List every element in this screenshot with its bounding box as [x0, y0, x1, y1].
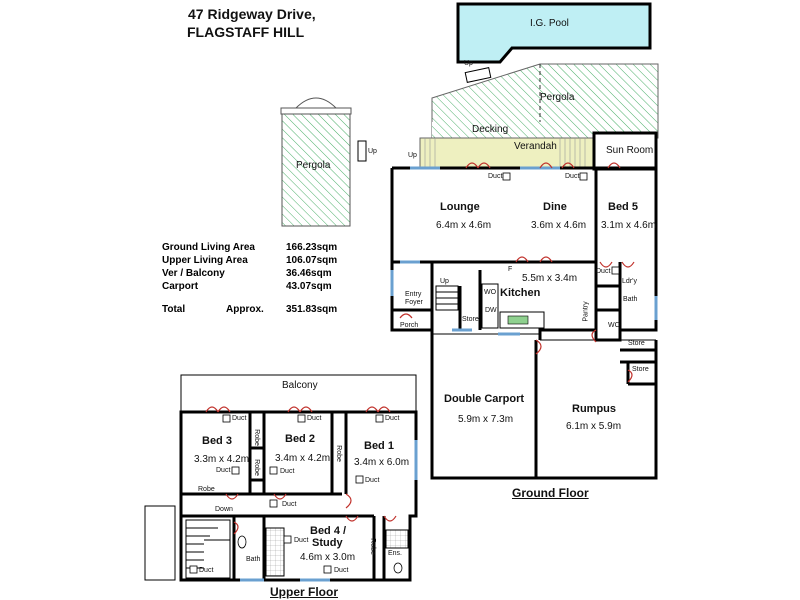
detached-pergola-label: Pergola: [296, 160, 331, 171]
duct-label: Duct: [385, 415, 400, 422]
lounge-dim: 6.4m x 4.6m: [436, 220, 492, 231]
address-line-1: 47 Ridgeway Drive,: [188, 6, 316, 22]
verandah-label: Verandah: [514, 141, 557, 152]
approx-label: Approx.: [226, 304, 264, 315]
bed3-dim: 3.3m x 4.2m: [194, 454, 250, 465]
upper-bath-label: Bath: [246, 556, 261, 563]
area-label: Carport: [162, 281, 199, 292]
bed1-dim: 3.4m x 6.0m: [354, 457, 410, 468]
area-value: 106.07sqm: [286, 255, 338, 266]
pergola-top-label: Pergola: [540, 92, 575, 103]
upper-windows: [240, 440, 418, 582]
bed2-dim: 3.4m x 4.2m: [275, 453, 331, 464]
bed4-name: Bed 4 /: [310, 525, 347, 537]
ground-floor-title: Ground Floor: [512, 486, 589, 500]
area-value: 36.46sqm: [286, 268, 332, 279]
total-value: 351.83sqm: [286, 304, 338, 315]
kitchen-bench: [481, 283, 499, 329]
sun-room: [592, 131, 658, 171]
double-carport-name: Double Carport: [444, 393, 525, 405]
porch-label: Porch: [400, 322, 419, 329]
detached-up-label: Up: [368, 148, 377, 155]
pool-up-label: Up: [464, 60, 473, 67]
balcony-label: Balcony: [282, 380, 318, 391]
store-label: Store: [632, 366, 649, 373]
duct-label: Duct: [565, 173, 580, 180]
duct-label: Duct: [232, 415, 247, 422]
bed3-name: Bed 3: [202, 435, 232, 447]
upper-doors: [205, 406, 397, 535]
sun-room-label: Sun Room: [606, 145, 654, 156]
wall-oven-label: WO: [484, 289, 497, 296]
kitchen-name: Kitchen: [500, 287, 541, 299]
ground-bath-label: Bath: [623, 296, 638, 303]
robe-label: Robe: [198, 486, 215, 493]
pantry-label: Pantry: [582, 301, 590, 322]
ground-stairs: [435, 285, 459, 311]
area-value: 166.23sqm: [286, 242, 338, 253]
dine-dim: 3.6m x 4.6m: [531, 220, 587, 231]
area-label: Ground Living Area: [162, 242, 255, 253]
pool-label: I.G. Pool: [530, 18, 569, 29]
duct-label: Duct: [294, 537, 309, 544]
upper-floor-title: Upper Floor: [270, 585, 338, 599]
area-label: Ver / Balcony: [162, 268, 225, 279]
upper-balcony-outline: [180, 374, 417, 412]
bed2-name: Bed 2: [285, 433, 315, 445]
bed1-name: Bed 1: [364, 440, 394, 452]
area-value: 43.07sqm: [286, 281, 332, 292]
double-carport-dim: 5.9m x 7.3m: [458, 414, 514, 425]
dine-name: Dine: [543, 201, 567, 213]
ground-doors: [399, 162, 635, 383]
duct-label: Duct: [307, 415, 322, 422]
upper-stairs: [144, 505, 231, 581]
stairs-down-label: Down: [215, 506, 233, 513]
laundry-label: Ldr'y: [622, 278, 637, 285]
duct-label: Duct: [216, 467, 231, 474]
pool-shape: [456, 2, 652, 64]
upper-floor-walls: [179, 410, 418, 582]
duct-label: Duct: [280, 468, 295, 475]
total-label: Total: [162, 304, 186, 315]
duct-label: Duct: [282, 501, 297, 508]
ensuite-label: Ens.: [388, 550, 403, 557]
dishwasher-label: DW: [485, 307, 497, 314]
store-label: Store: [462, 316, 479, 323]
fridge-label: F: [508, 266, 513, 273]
bed5-dim: 3.1m x 4.6m: [601, 220, 657, 231]
duct-label: Duct: [365, 477, 380, 484]
bed4-dim: 4.6m x 3.0m: [300, 552, 356, 563]
robe-label: Robe: [252, 459, 260, 476]
entry-foyer-label: Entry Foyer: [405, 291, 423, 306]
stairs-up-label: Up: [440, 278, 449, 285]
kitchen-dim: 5.5m x 3.4m: [522, 273, 578, 284]
robe-label: Robe: [334, 445, 342, 462]
duct-label: Duct: [199, 567, 214, 574]
ground-windows: [390, 166, 658, 336]
area-label: Upper Living Area: [162, 255, 248, 266]
duct-label: Duct: [488, 173, 503, 180]
rumpus-name: Rumpus: [572, 403, 616, 415]
duct-markers: [189, 172, 620, 574]
pool-steps: [464, 67, 492, 83]
robe-label: Robe: [252, 429, 260, 446]
verandah-up-label: Up: [408, 152, 417, 159]
decking-label: Decking: [472, 124, 509, 135]
duct-label: Duct: [596, 268, 611, 275]
bed4-name-line2: Study: [312, 537, 343, 549]
rumpus-dim: 6.1m x 5.9m: [566, 421, 622, 432]
duct-label: Duct: [334, 567, 349, 574]
robe-label: Robe: [368, 538, 376, 555]
decking: [432, 122, 590, 138]
detached-pergola: [280, 97, 367, 227]
address-line-2: FLAGSTAFF HILL: [187, 24, 305, 40]
wc-label: WC: [608, 322, 620, 329]
store-label: Store: [628, 340, 645, 347]
upper-bath-tub: [265, 527, 285, 577]
ensuite-shower: [385, 529, 409, 549]
bed5-name: Bed 5: [608, 201, 638, 213]
lounge-name: Lounge: [440, 201, 480, 213]
